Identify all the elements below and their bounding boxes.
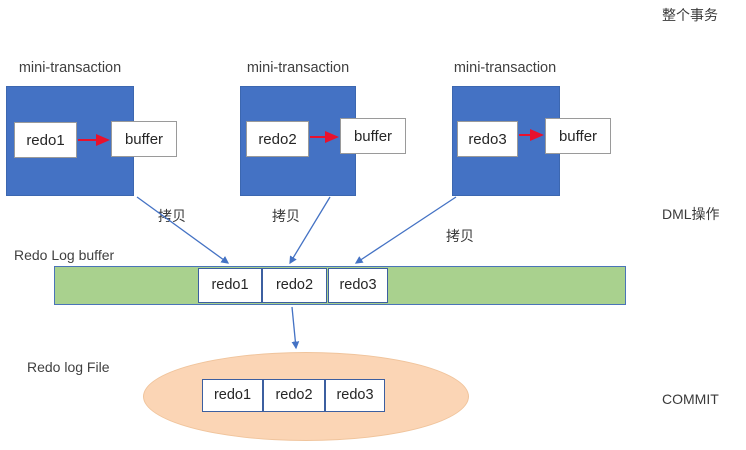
mini-transaction-redo-box-3: redo3 [457,121,518,157]
redo-log-file-entry-3: redo3 [325,379,385,412]
mini-transaction-buffer-box-3: buffer [545,118,611,154]
mini-transaction-title-1: mini-transaction [18,60,122,76]
mini-transaction-title-3: mini-transaction [453,60,557,76]
copy-label-3: 拷贝 [446,228,474,244]
redo-log-buffer-entry-2: redo2 [262,268,327,303]
redo-log-file-entry-2: redo2 [263,379,325,412]
stage-label-dml-operation: DML操作 [662,206,720,222]
copy-arrow-1 [136,196,230,264]
stage-label-commit: COMMIT [662,391,719,407]
copy-label-1: 拷贝 [158,208,186,224]
redo-log-file-caption: Redo log File [27,359,110,375]
redo-log-buffer-entry-3: redo3 [328,268,388,303]
mini-transaction-redo-box-1: redo1 [14,122,77,158]
redo-log-buffer-entry-1: redo1 [198,268,262,303]
copy-arrow-3 [354,196,457,264]
flush-to-file-arrow [291,306,300,350]
redo-log-file-entry-1: redo1 [202,379,263,412]
copy-arrow-2 [289,196,331,265]
stage-label-whole-transaction: 整个事务 [662,7,718,23]
mini-transaction-buffer-box-1: buffer [111,121,177,157]
mini-transaction-redo-box-2: redo2 [246,121,309,157]
redo-log-buffer-caption: Redo Log buffer [14,247,115,263]
mini-transaction-buffer-box-2: buffer [340,118,406,154]
mini-transaction-title-2: mini-transaction [246,60,350,76]
copy-label-2: 拷贝 [272,208,300,224]
